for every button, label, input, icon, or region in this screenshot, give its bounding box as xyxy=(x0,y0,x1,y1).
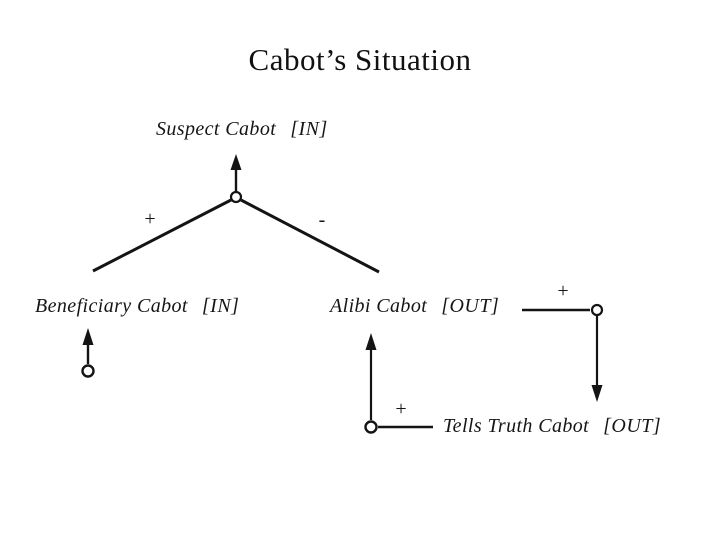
node-label-suspect: Suspect Cabot [IN] xyxy=(156,119,328,139)
page-title: Cabot’s Situation xyxy=(248,42,472,77)
node-status-beneficiary: [IN] xyxy=(201,295,240,317)
node-name-tells-truth: Tells Truth Cabot xyxy=(443,415,590,437)
node-status-tells-truth: [OUT] xyxy=(603,415,662,437)
sign-alibi-to-suspect: - xyxy=(318,209,326,231)
link-beneficiary-to-suspect xyxy=(92,198,232,273)
beneficiary-justification-node xyxy=(81,364,95,378)
sign-into-tells-truth: + xyxy=(557,280,569,302)
node-label-alibi: Alibi Cabot [OUT] xyxy=(330,296,499,316)
tells-truth-justification-node xyxy=(590,303,604,317)
arrowhead-to-tells-truth xyxy=(591,385,603,402)
sign-tells-truth-to-alibi: + xyxy=(395,398,407,420)
suspect-justification-node xyxy=(229,190,243,204)
sign-beneficiary-to-suspect: + xyxy=(144,208,156,230)
alibi-justification-node xyxy=(364,420,378,434)
link-alibi-to-suspect xyxy=(240,198,380,274)
node-name-suspect: Suspect Cabot xyxy=(156,118,277,140)
node-label-beneficiary: Beneficiary Cabot [IN] xyxy=(35,296,239,316)
node-name-beneficiary: Beneficiary Cabot xyxy=(35,295,188,317)
arrowhead-to-alibi xyxy=(365,333,377,350)
node-status-suspect: [IN] xyxy=(290,118,328,140)
node-label-tells-truth: Tells Truth Cabot [OUT] xyxy=(443,416,661,436)
node-name-alibi: Alibi Cabot xyxy=(330,295,428,317)
arrowhead-to-beneficiary xyxy=(82,328,94,345)
node-status-alibi: [OUT] xyxy=(441,295,500,317)
arrowhead-to-suspect xyxy=(230,154,242,170)
